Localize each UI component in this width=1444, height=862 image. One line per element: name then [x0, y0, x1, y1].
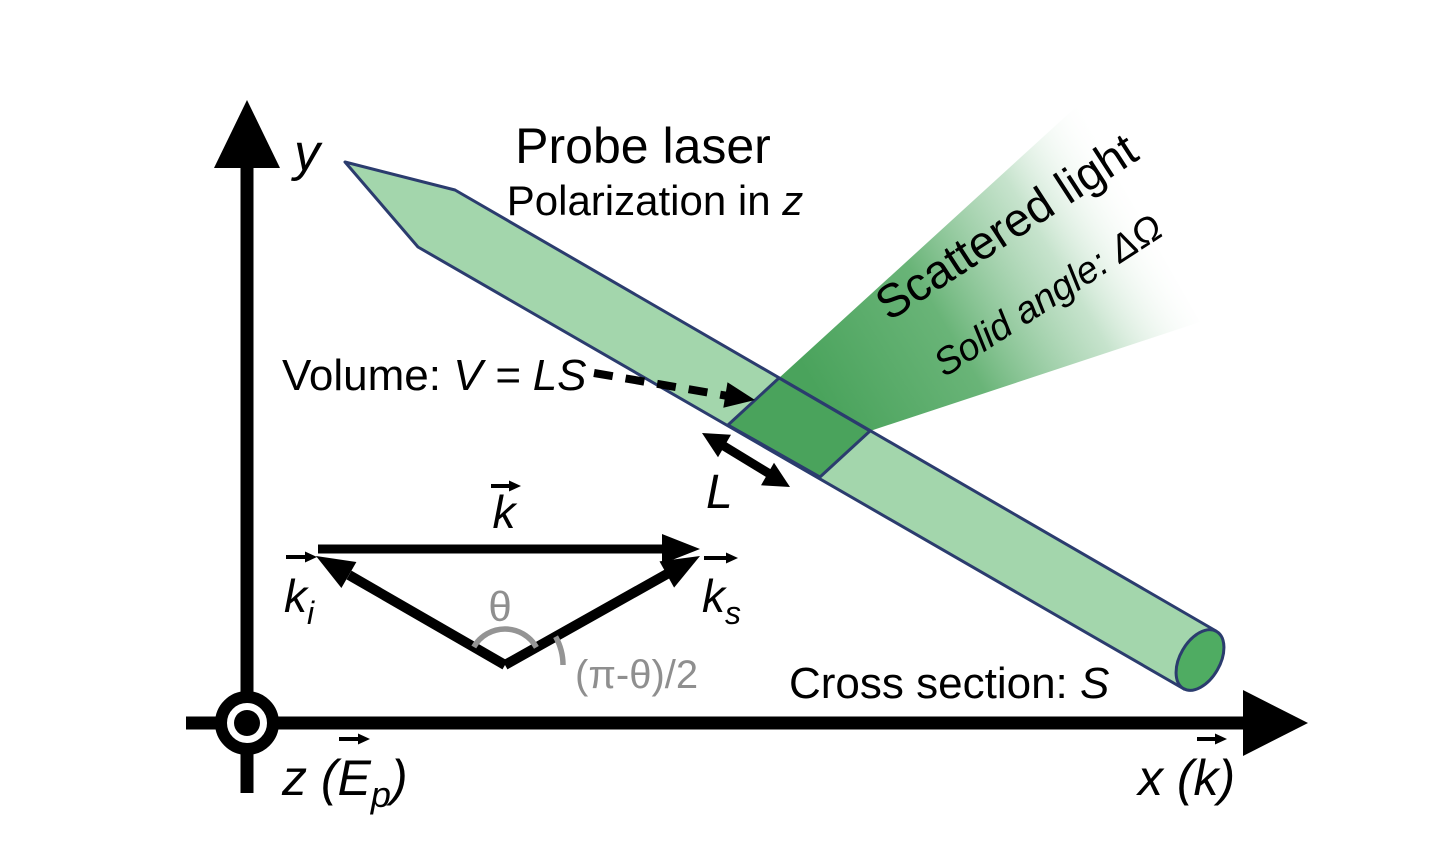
k-vector-arrowhead-icon: [662, 534, 700, 564]
ks-vector-arrow: [704, 552, 738, 564]
cross-section-label: Cross section: S: [789, 659, 1109, 708]
y-axis-label: y: [291, 124, 323, 182]
length-L-arrowhead-right-icon: [761, 462, 790, 487]
length-L-arrowhead-left-icon: [702, 433, 731, 458]
scattered-light-cone: [779, 106, 1200, 431]
ks-vector-label: ks: [702, 570, 741, 631]
y-axis-arrowhead-icon: [214, 100, 280, 168]
ki-vector-hat-arrowhead-icon: [305, 551, 317, 563]
ks-vector-arrowhead-icon: [659, 556, 700, 588]
x-label-vector-arrowhead-icon: [1215, 733, 1227, 745]
length-L-label: L: [706, 466, 733, 519]
z-label-vector-arrowhead-icon: [358, 733, 370, 745]
z-axis-dot-icon: [234, 710, 260, 736]
volume-pointer-arrowhead-icon: [723, 382, 755, 408]
k-vector-arrow: [491, 480, 521, 492]
ki-vector-arrowhead-icon: [316, 556, 357, 588]
probe-laser-subtitle: Polarization in z: [507, 177, 803, 224]
z-axis-label: z (Ep): [281, 750, 408, 815]
half-angle-arc: [553, 635, 566, 666]
k-vector-label: k: [493, 486, 518, 538]
x-axis-label: x (k): [1136, 750, 1235, 806]
half-angle-label: (π-θ)/2: [575, 653, 698, 697]
ki-vector-shaft: [346, 570, 508, 670]
beam-cross-section-ellipse: [1174, 628, 1226, 692]
volume-pointer-dashed-line: [593, 369, 729, 400]
ki-vector-label: ki: [284, 570, 315, 631]
theta-angle-arc: [471, 626, 539, 649]
scattering-volume: [726, 376, 872, 479]
ks-vector-hat-arrowhead-icon: [726, 552, 738, 564]
length-L-arrow-shaft: [711, 436, 781, 483]
wave-vector-triangle: [316, 534, 700, 670]
ks-vector-shaft: [502, 569, 670, 670]
x-label-vector-arrow: [1197, 733, 1227, 745]
probe-laser-title: Probe laser: [515, 118, 771, 174]
k-vector-hat-arrowhead-icon: [509, 480, 521, 492]
ki-vector-arrow: [286, 551, 317, 563]
x-axis-arrowhead-icon: [1243, 690, 1308, 756]
theta-label: θ: [488, 583, 511, 630]
volume-label: Volume: V = LS: [282, 351, 587, 400]
z-label-vector-arrow: [339, 733, 370, 745]
